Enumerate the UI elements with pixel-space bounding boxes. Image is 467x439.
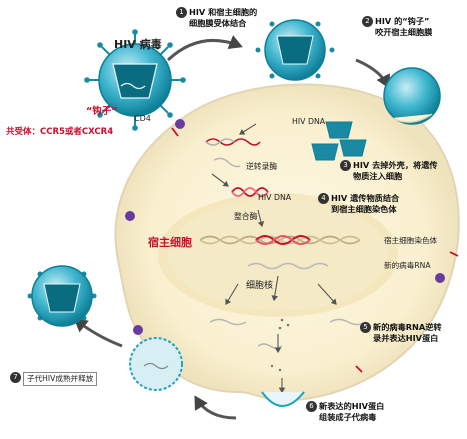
capsids-entering [311, 121, 367, 161]
step-5-line-1: 新的病毒RNA逆转 [373, 322, 442, 332]
hiv-dna-reverse-transcription [205, 138, 261, 168]
internal-arrows [211, 123, 337, 394]
integrase-label: 整合酶 [234, 212, 258, 221]
step-5: 5 新的病毒RNA逆转 录并表达HIV蛋白 [360, 322, 442, 344]
host-cell-label: 宿主细胞 [148, 236, 192, 249]
hiv-virus-label: HIV 病毒 [114, 38, 162, 51]
nucleus [158, 193, 398, 317]
step-7-number: 7 [10, 372, 21, 383]
step-4-line-2: 到宿主细胞染色体 [331, 204, 397, 214]
step-3-line-2: 物质注入细胞 [353, 171, 403, 181]
cd4-receptors [125, 119, 445, 335]
step-5-line-2: 录并表达HIV蛋白 [373, 333, 439, 343]
budding-virus [261, 391, 305, 407]
host-chromosome-label: 宿主细胞染色体 [384, 236, 438, 245]
new-viral-rna-label: 新的病毒RNA [384, 261, 431, 270]
step-6-line-1: 新表达的HIV蛋白 [319, 401, 385, 411]
hook-label: “钩子” [86, 106, 118, 117]
step-2: 2 HIV 的“钩子” 咬开宿主细胞膜 [362, 16, 432, 38]
step-1: 1 HIV 和宿主细胞的 细胞膜受体结合 [176, 7, 257, 29]
hiv-dna-mid-label: HIV DNA [258, 193, 292, 202]
step-1-number: 1 [176, 7, 187, 18]
step-7: 7 子代HIV成熟并释放 [10, 372, 98, 386]
host-chromosome [199, 235, 361, 245]
hiv-virus-fusing [383, 67, 441, 125]
hiv-virus-binding [255, 19, 335, 81]
step-7-line-1: 子代HIV成熟并释放 [27, 374, 94, 383]
coreceptors [171, 127, 459, 373]
hiv-dna-top-label: HIV DNA [292, 117, 326, 126]
hiv-virus-mature [27, 265, 97, 327]
coreceptor-label: 共受体：CCR5或者CXCR4 [6, 127, 114, 137]
step-4-number: 4 [318, 193, 329, 204]
step-5-number: 5 [360, 322, 371, 333]
hiv-virus-releasing [129, 337, 183, 391]
step-3: 3 HIV 去掉外壳，将遗传 物质注入细胞 [340, 160, 438, 182]
step-6-number: 6 [306, 401, 317, 412]
new-viral-rna-strand [247, 262, 329, 270]
step-6: 6 新表达的HIV蛋白 组装成子代病毒 [306, 401, 384, 423]
cd4-label: CD4 [134, 114, 151, 123]
hiv-dna-integration [231, 187, 269, 197]
step-6-line-2: 组装成子代病毒 [319, 412, 377, 422]
step-2-line-1: HIV 的“钩子” [375, 16, 430, 26]
step-3-line-1: HIV 去掉外壳，将遗传 [353, 160, 438, 170]
step-2-line-2: 咬开宿主细胞膜 [375, 27, 433, 37]
step-1-line-2: 细胞膜受体结合 [189, 18, 247, 28]
step-4: 4 HIV 遗传物质结合 到宿主细胞染色体 [318, 193, 399, 215]
protein-dots [270, 318, 290, 372]
step-3-number: 3 [340, 160, 351, 171]
hiv-virus-free [84, 29, 186, 131]
nucleus-label: 细胞核 [246, 281, 274, 291]
step-4-line-1: HIV 遗传物质结合 [331, 193, 400, 203]
step-1-line-1: HIV 和宿主细胞的 [189, 7, 258, 17]
reverse-transcriptase-label: 逆转录酶 [246, 162, 278, 171]
step-2-number: 2 [362, 16, 373, 27]
